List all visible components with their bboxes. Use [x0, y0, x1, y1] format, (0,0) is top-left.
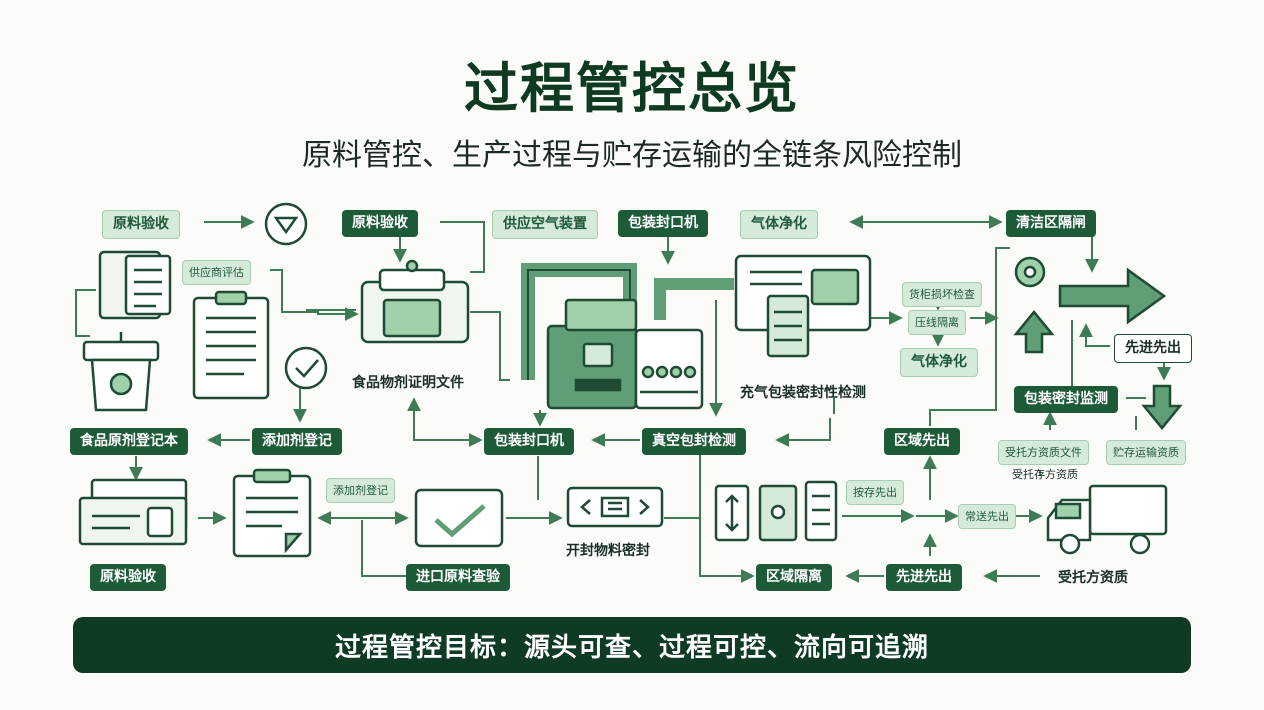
page-subtitle: 原料管控、生产过程与贮存运输的全链条风险控制	[302, 138, 962, 173]
label-additive-register-small: 添加剂登记	[326, 478, 395, 503]
label-raw-acceptance-mid: 原料验收	[342, 210, 418, 237]
label-first-out-box: 先进先出	[1114, 334, 1192, 363]
connector	[929, 247, 1010, 426]
connector	[470, 311, 510, 381]
cabinet-icon	[714, 480, 838, 542]
papers-icon	[78, 478, 188, 546]
label-import-raw-check: 进口原料查验	[406, 564, 510, 591]
label-transport-first-out: 常送先出	[958, 504, 1016, 529]
connector-lines	[75, 215, 1171, 583]
check-badge-icon	[284, 346, 328, 390]
document-icon	[98, 250, 172, 320]
label-air-supply-device: 供应空气装置	[492, 210, 598, 239]
connector	[75, 289, 96, 337]
label-side-2: 压线隔离	[908, 310, 966, 335]
label-consignee-storage: 受托存方资质	[1012, 468, 1078, 481]
label-gas-purify-top: 气体净化	[740, 210, 818, 239]
connector	[270, 269, 359, 321]
connector	[1079, 323, 1110, 347]
label-open-material-seal: 开封物料密封	[566, 543, 650, 559]
label-inflation-seal-test: 充气包装密封性检测	[740, 385, 866, 401]
goal-banner: 过程管控目标：源头可查、过程可控、流向可追溯	[73, 617, 1191, 673]
funnel-icon	[264, 202, 308, 246]
label-zone-isolation: 区域隔离	[756, 564, 832, 591]
arrow-up-icon	[1013, 310, 1055, 354]
pipe-machine-icon	[521, 263, 734, 410]
gear-icon	[1014, 256, 1046, 288]
trash-bin-icon	[82, 332, 160, 412]
label-supplier-eval: 供应商评估	[182, 260, 251, 285]
label-food-material-cert: 食品物剂证明文件	[352, 375, 464, 391]
label-raw-acceptance-bottom: 原料验收	[90, 564, 166, 591]
arrow-down-icon	[1141, 384, 1183, 430]
label-side-1: 货柜损坏检查	[902, 282, 982, 307]
filter-machine-icon	[734, 254, 872, 358]
label-consignee-docs: 受托方资质文件	[998, 440, 1089, 465]
label-zone-first-out: 区域先出	[884, 428, 960, 455]
code-card-icon	[566, 486, 664, 528]
connector	[407, 397, 483, 447]
label-vacuum-test: 真空包封检测	[642, 428, 746, 455]
label-sealer-top: 包装封口机	[618, 210, 708, 237]
label-gas-purify-small: 气体净化	[900, 348, 978, 377]
label-clean-zone-gate: 清洁区隔闸	[1006, 210, 1096, 237]
label-consignee-quality: 受托方资质	[1058, 570, 1128, 586]
checklist-icon	[232, 468, 312, 558]
connector	[361, 520, 406, 577]
page-title: 过程管控总览	[464, 57, 800, 120]
label-raw-acceptance-top: 原料验收	[102, 210, 180, 239]
tray-icon	[360, 259, 470, 344]
label-storage-first-out: 按存先出	[846, 480, 904, 505]
connector	[440, 221, 485, 273]
label-fifo-bottom: 先进先出	[886, 564, 962, 591]
connector	[699, 440, 755, 583]
label-storage-qual: 贮存运输资质	[1106, 440, 1186, 465]
arrow-right-icon	[1058, 267, 1167, 325]
connector	[775, 418, 831, 447]
label-additive-register: 添加剂登记	[252, 428, 342, 455]
conveyor-icon	[634, 328, 704, 410]
truck-icon	[1046, 484, 1168, 555]
label-sealer-mid: 包装封口机	[484, 428, 574, 455]
clipboard-icon	[192, 290, 270, 400]
checkmark-card-icon	[414, 488, 504, 548]
label-seal-monitor: 包装密封监测	[1014, 386, 1118, 413]
label-food-register-book: 食品原剂登记本	[70, 428, 188, 455]
